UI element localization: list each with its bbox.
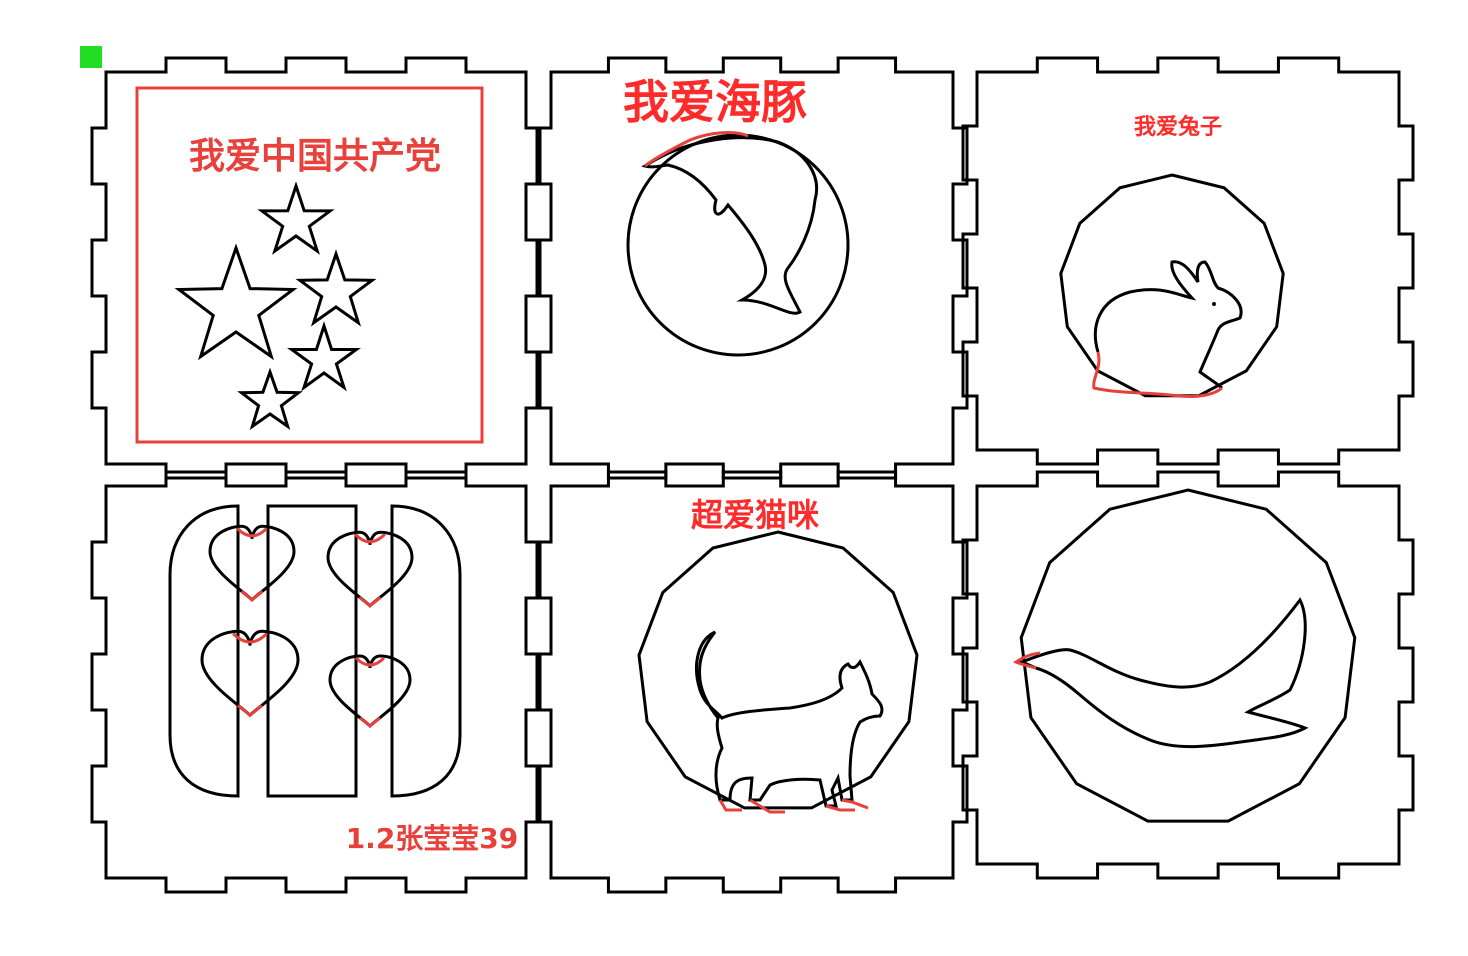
cat-paws-engrave [718, 798, 869, 814]
star-icon [295, 249, 377, 327]
panel-1: 我爱中国共产党 [135, 86, 484, 444]
dolphin-icon [641, 136, 818, 315]
polygon-window [637, 530, 919, 810]
star-icon [287, 321, 361, 392]
green-square-icon [80, 46, 102, 68]
heart-engrave-accent [354, 656, 386, 728]
panel-outline-3 [961, 56, 1415, 466]
star-icon [237, 367, 303, 431]
heart-icon [200, 629, 300, 718]
center-slot [266, 504, 358, 798]
left-pill-slot [168, 504, 240, 798]
right-pill-slot [390, 504, 462, 798]
panel-outline-5 [535, 470, 969, 894]
rabbit-base-engrave [1092, 351, 1223, 398]
stars-motif [174, 181, 377, 431]
panel-6 [1013, 488, 1357, 823]
polygon-window [1019, 488, 1357, 823]
circle-window [626, 133, 850, 357]
panel-title: 我爱中国共产党 [189, 136, 441, 177]
heart-icon [326, 530, 414, 608]
heart-engrave-accent [354, 533, 386, 608]
panel-2: 我爱海豚 [623, 75, 850, 357]
heart-icon [208, 524, 296, 602]
polygon-window [1059, 173, 1285, 398]
panel-title: 超爱猫咪 [691, 496, 819, 534]
panel-4: 1.2张莹莹39 [168, 504, 519, 855]
panel-title: 我爱海豚 [623, 75, 807, 129]
panel-title: 我爱兔子 [1134, 114, 1222, 140]
panel-5: 超爱猫咪 [637, 496, 919, 814]
engrave-frame [135, 86, 484, 444]
star-icon [174, 243, 298, 361]
panel-outline-6 [961, 470, 1415, 880]
panel-3: 我爱兔子 [1059, 114, 1285, 398]
hearts-motif [200, 524, 414, 729]
cat-icon [695, 630, 884, 808]
goose-beak-engrave [1013, 651, 1041, 670]
star-icon [257, 181, 335, 255]
dolphin-nose-engrave [644, 131, 749, 168]
panel-outline-2 [535, 56, 969, 480]
heart-engrave-accent [232, 632, 268, 718]
heart-icon [328, 654, 412, 729]
panel-outline-1 [90, 56, 542, 480]
panel-footer: 1.2张莹莹39 [346, 822, 519, 855]
panel-outline-4 [90, 470, 542, 894]
heart-engrave-accent [236, 527, 268, 602]
rabbit-icon [1093, 260, 1243, 390]
rabbit-eye-icon [1212, 302, 1216, 306]
goose-icon [1018, 597, 1309, 749]
